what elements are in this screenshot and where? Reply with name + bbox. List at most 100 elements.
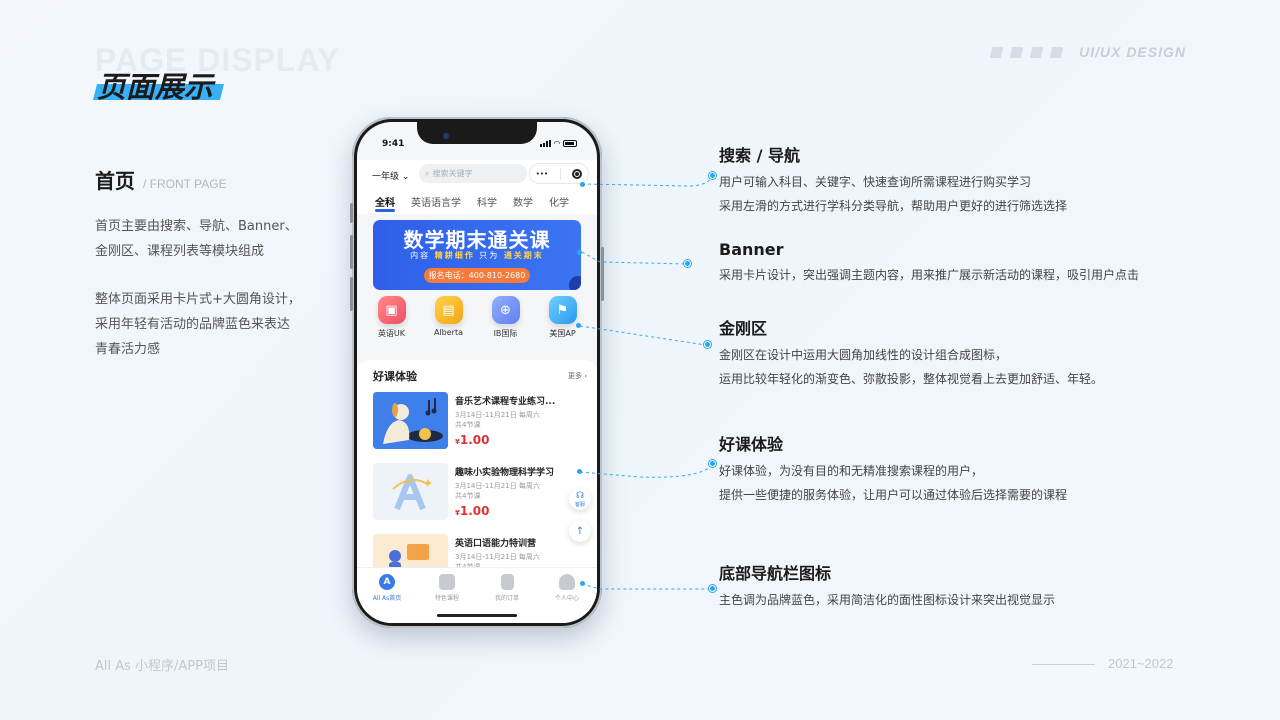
annotation-banner: Banner 采用卡片设计，突出强调主题内容，用来推广展示新活动的课程，吸引用户… <box>719 240 1139 287</box>
annotation-text: 主色调为品牌蓝色，采用简洁化的面性图标设计来突出视觉显示 <box>719 593 1056 607</box>
category-label: IB国际 <box>493 329 518 338</box>
connector-end-dot <box>709 460 716 467</box>
course-date: 3月14日-11月21日 每周六 <box>455 553 540 561</box>
intro-text: 采用年轻有活动的品牌蓝色来表达 <box>95 317 291 332</box>
annotation-bottom-nav: 底部导航栏图标 主色调为品牌蓝色，采用简洁化的面性图标设计来突出视觉显示 <box>719 560 1055 612</box>
grade-label: 一年级 <box>372 172 400 182</box>
annotation-text: 好课体验，为没有目的和无精准搜索课程的用户， <box>719 464 984 478</box>
annotation-title: 金刚区 <box>719 319 768 338</box>
tab-science[interactable]: 科学 <box>477 197 497 209</box>
tabbar-label: 我的订单 <box>494 595 519 602</box>
close-target-icon[interactable] <box>572 168 583 179</box>
grade-selector[interactable]: 一年级 ⌄ <box>372 169 409 182</box>
category-item-ap[interactable]: ⚑ 美国AP <box>538 296 588 354</box>
headset-icon: ☊ <box>576 490 584 501</box>
tab-english-linguistics[interactable]: 英语语言学 <box>411 197 461 209</box>
camera-icon <box>443 133 449 139</box>
phone-notch <box>417 122 537 144</box>
connector-start-dot <box>576 323 581 328</box>
tabbar-item-profile[interactable]: 个人中心 <box>542 574 592 623</box>
more-dots-icon[interactable]: ••• <box>535 169 549 178</box>
tabbar-item-featured[interactable]: 特色课程 <box>422 574 472 623</box>
course-date: 3月14日-11月21日 每周六 <box>455 411 540 419</box>
annotation-title: Banner <box>719 240 784 259</box>
course-count: 共4节课 <box>455 492 481 500</box>
course-title: 趣味小实验物理科学学习 <box>455 468 555 478</box>
footer-project: All As 小程序/APP项目 <box>95 659 229 674</box>
search-placeholder: 搜索关键字 <box>432 169 473 178</box>
square-decoration <box>1029 46 1044 58</box>
connector-end-dot <box>704 341 711 348</box>
annotation-title: 底部导航栏图标 <box>719 564 832 583</box>
course-price: ¥1.00 <box>455 433 489 447</box>
course-card-physics[interactable]: 趣味小实验物理科学学习 3月14日-11月21日 每周六 共4节课 ¥1.00 <box>373 463 583 521</box>
connector-start-dot <box>577 469 582 474</box>
section-title: 好课体验 <box>373 370 417 383</box>
intro-text: 首页主要由搜索、导航、Banner、 <box>95 219 298 234</box>
promo-banner[interactable]: 数学期末通关课 内容 精耕细作 只为 通关期末 报名电话：400-810-268… <box>373 220 581 290</box>
tabbar-item-orders[interactable]: 我的订单 <box>482 574 532 623</box>
phone-mockup: 9:41 ◠ 一年级 ⌄ ⌕ 搜索关键字 ••• 全科 英语语言学 科学 数 <box>350 117 604 628</box>
connector-end-dot <box>709 585 716 592</box>
course-card-music[interactable]: 音乐艺术课程专业练习... 3月14日-11月21日 每周六 共4节课 ¥1.0… <box>373 392 583 450</box>
connector-start-dot <box>577 250 582 255</box>
course-title: 英语口语能力特训营 <box>455 539 537 549</box>
square-decoration <box>989 46 1004 58</box>
tab-all[interactable]: 全科 <box>375 194 395 212</box>
english-uk-icon: ▣ <box>377 296 406 324</box>
banner-sub-text: 只为 <box>479 251 500 260</box>
course-count: 共4节课 <box>455 421 481 429</box>
page-title: 页面展示 <box>97 70 214 104</box>
order-document-icon <box>500 574 514 590</box>
course-title: 音乐艺术课程专业练习... <box>455 397 556 407</box>
intro-title: 首页 <box>95 169 135 193</box>
intro-paragraph-2: 整体页面采用卡片式+大圆角设计， 采用年轻有活动的品牌蓝色来表达 青春活力感 <box>95 287 315 362</box>
wifi-icon: ◠ <box>553 139 560 148</box>
category-label: Alberta <box>433 328 464 337</box>
signal-icon <box>539 140 551 147</box>
annotation-text: 采用左滑的方式进行学科分类导航，帮助用户更好的进行筛选选择 <box>719 199 1068 213</box>
banner-sub-text: 内容 <box>410 251 431 260</box>
banner-sub-highlight: 精耕细作 <box>434 251 475 260</box>
annotation-text: 提供一些便捷的服务体验，让用户可以通过体验后选择需要的课程 <box>719 488 1068 502</box>
phone-side-button <box>350 277 353 311</box>
customer-service-button[interactable]: ☊ 客服 <box>569 488 591 510</box>
annotation-text: 运用比较年轻化的渐变色、弥散投影，整体视觉看上去更加舒适、年轻。 <box>719 372 1104 386</box>
course-thumbnail <box>373 392 448 449</box>
app-header: 一年级 ⌄ ⌕ 搜索关键字 ••• <box>357 160 597 188</box>
banner-title: 数学期末通关课 <box>403 228 551 252</box>
intro-text: 整体页面采用卡片式+大圆角设计， <box>95 292 301 307</box>
subject-tabs: 全科 英语语言学 科学 数学 化学 <box>357 188 597 214</box>
more-link[interactable]: 更多 › <box>567 372 587 380</box>
currency-symbol: ¥ <box>455 438 460 446</box>
tabbar-label: 特色课程 <box>434 595 459 602</box>
currency-symbol: ¥ <box>455 509 460 517</box>
phone-side-button <box>601 247 604 301</box>
intro-text: 青春活力感 <box>95 342 161 357</box>
annotation-kingkong: 金刚区 金刚区在设计中运用大圆角加线性的设计组合成图标， 运用比较年轻化的渐变色… <box>719 315 1103 391</box>
footer-divider <box>1032 664 1095 665</box>
category-label: 美国AP <box>549 329 576 338</box>
brand-a-logo-icon <box>373 463 448 520</box>
category-item-alberta[interactable]: ▤ Alberta <box>424 296 474 354</box>
tabbar-item-home[interactable]: A All As首页 <box>362 574 412 623</box>
category-item-ib[interactable]: ⊕ IB国际 <box>481 296 531 354</box>
annotation-good-course: 好课体验 好课体验，为没有目的和无精准搜索课程的用户， 提供一些便捷的服务体验，… <box>719 431 1067 507</box>
mini-program-capsule: ••• <box>529 163 589 184</box>
home-a-icon: A <box>379 574 395 590</box>
uiux-design-label: UI/UX DESIGN <box>1079 44 1186 60</box>
banner-subtitle: 内容 精耕细作 只为 通关期末 <box>373 250 581 261</box>
intro-subtitle: / FRONT PAGE <box>143 177 227 191</box>
category-item-uk[interactable]: ▣ 英语UK <box>367 296 417 354</box>
tab-chemistry[interactable]: 化学 <box>549 197 569 209</box>
connector-end-dot <box>684 260 691 267</box>
home-indicator <box>437 614 517 617</box>
music-illustration-icon <box>373 392 448 449</box>
back-to-top-button[interactable]: ↑ <box>569 520 591 542</box>
search-icon: ⌕ <box>425 168 430 178</box>
search-input[interactable]: ⌕ 搜索关键字 <box>419 164 527 183</box>
phone-side-button <box>350 203 353 223</box>
phone-side-button <box>350 235 353 269</box>
tab-math[interactable]: 数学 <box>513 197 533 209</box>
status-icons: ◠ <box>539 139 577 148</box>
